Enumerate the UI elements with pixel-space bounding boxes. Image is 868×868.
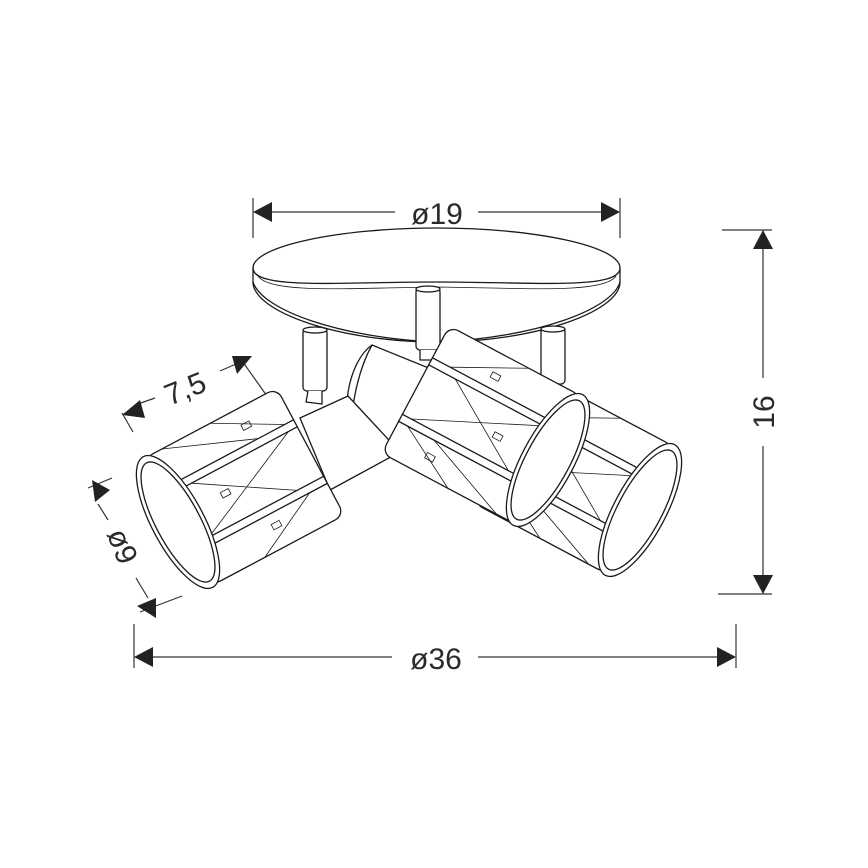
dimension-canopy-diameter: ø19 [252,198,621,238]
dimension-total-height: 16 [718,229,781,595]
total-diameter-label: ø36 [410,643,462,676]
arrow-down-icon [137,598,156,618]
arrow-left-icon [134,647,153,667]
arrow-down-icon [753,575,773,594]
arrow-up-icon [753,230,773,249]
shade-length-label: 7,5 [160,366,211,412]
total-height-label: 16 [748,395,781,428]
shade-diameter-label: ø9 [100,524,144,569]
arrow-left-icon [253,202,272,222]
arrow-left-icon [122,400,145,418]
arm-right [540,325,566,385]
canopy-diameter-label: ø19 [411,198,463,231]
arrow-right-icon [601,202,620,222]
arrow-up-icon [92,480,110,502]
dimension-total-diameter: ø36 [133,624,737,676]
arm-middle [415,285,441,361]
shade-middle [384,328,591,528]
arrow-right-icon [717,647,736,667]
arrow-right-icon [232,356,252,374]
shade-left [135,390,342,590]
arm-left [302,326,328,405]
